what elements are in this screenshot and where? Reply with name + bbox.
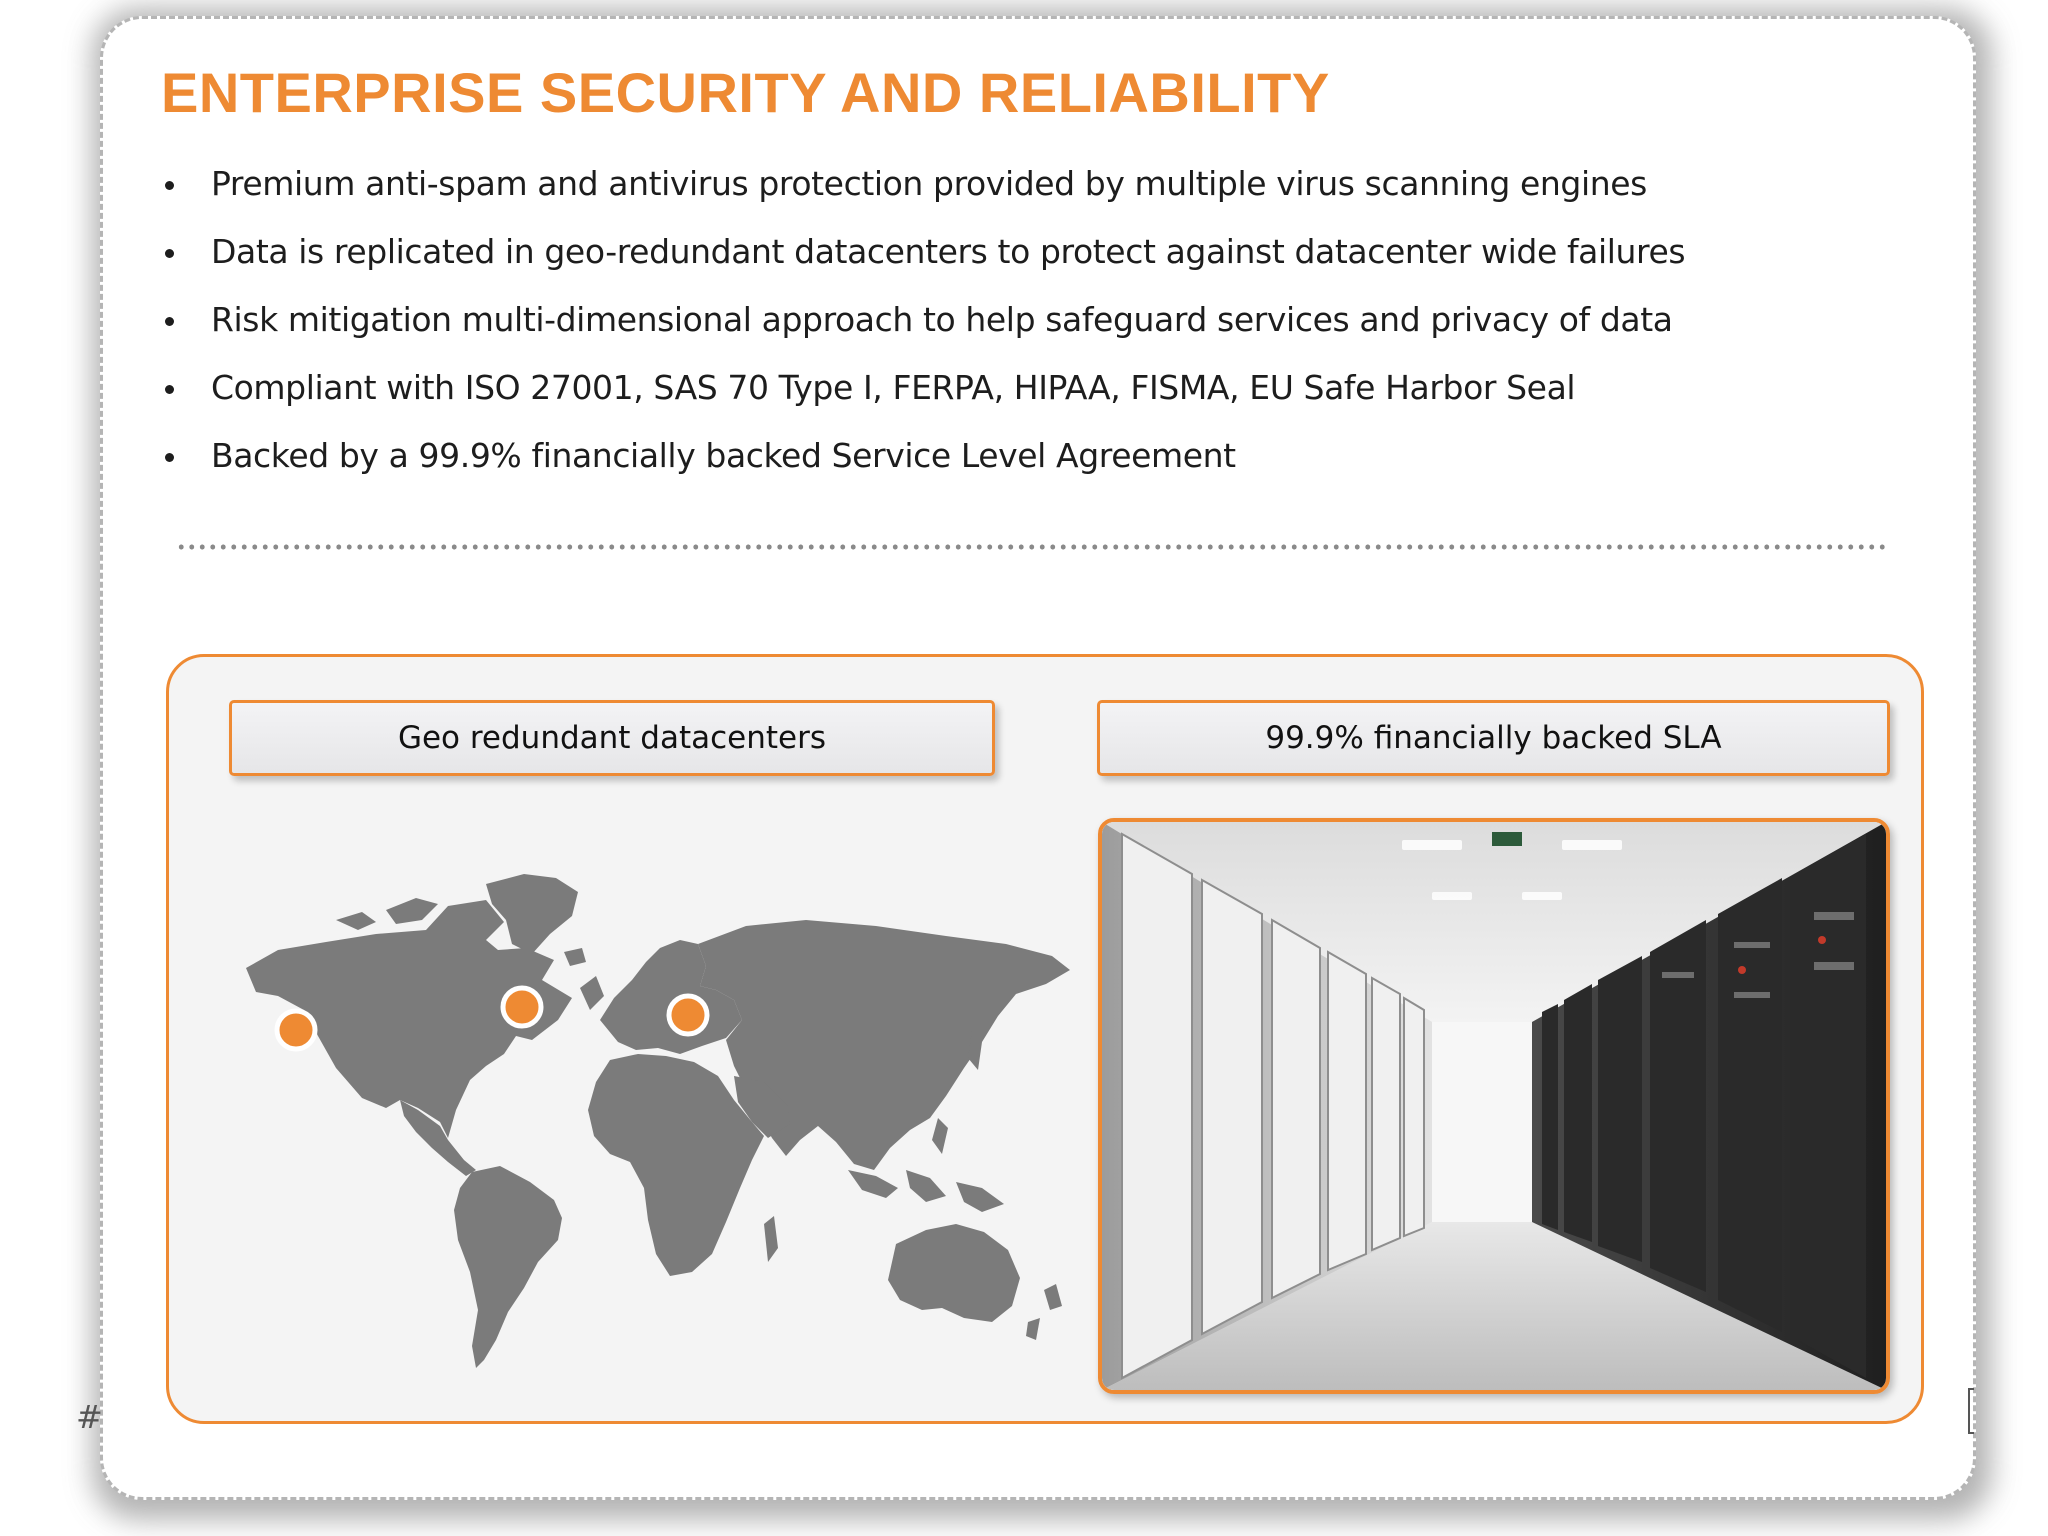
map-marker-europe bbox=[500, 985, 544, 1029]
page-corner-bracket bbox=[1968, 1388, 1974, 1434]
map-marker-north-america bbox=[274, 1008, 318, 1052]
bullet-item: Compliant with ISO 27001, SAS 70 Type I,… bbox=[160, 362, 1685, 430]
datacenter-photo bbox=[1098, 818, 1890, 1394]
slide-title: ENTERPRISE SECURITY AND RELIABILITY bbox=[161, 61, 1330, 124]
bullet-item: Risk mitigation multi-dimensional approa… bbox=[160, 294, 1685, 362]
page-number-marker: # bbox=[76, 1398, 103, 1436]
sla-label: 99.9% financially backed SLA bbox=[1097, 700, 1890, 776]
dotted-divider bbox=[176, 544, 1888, 550]
bullet-item: Data is replicated in geo-redundant data… bbox=[160, 226, 1686, 294]
geo-datacenters-label: Geo redundant datacenters bbox=[229, 700, 995, 776]
bullet-list: Premium anti-spam and antivirus protecti… bbox=[160, 158, 1686, 498]
bullet-item: Premium anti-spam and antivirus protecti… bbox=[160, 158, 1685, 226]
map-marker-east-asia bbox=[666, 993, 710, 1037]
world-map-icon bbox=[246, 874, 1070, 1368]
bullet-item: Backed by a 99.9% financially backed Ser… bbox=[160, 430, 1685, 498]
